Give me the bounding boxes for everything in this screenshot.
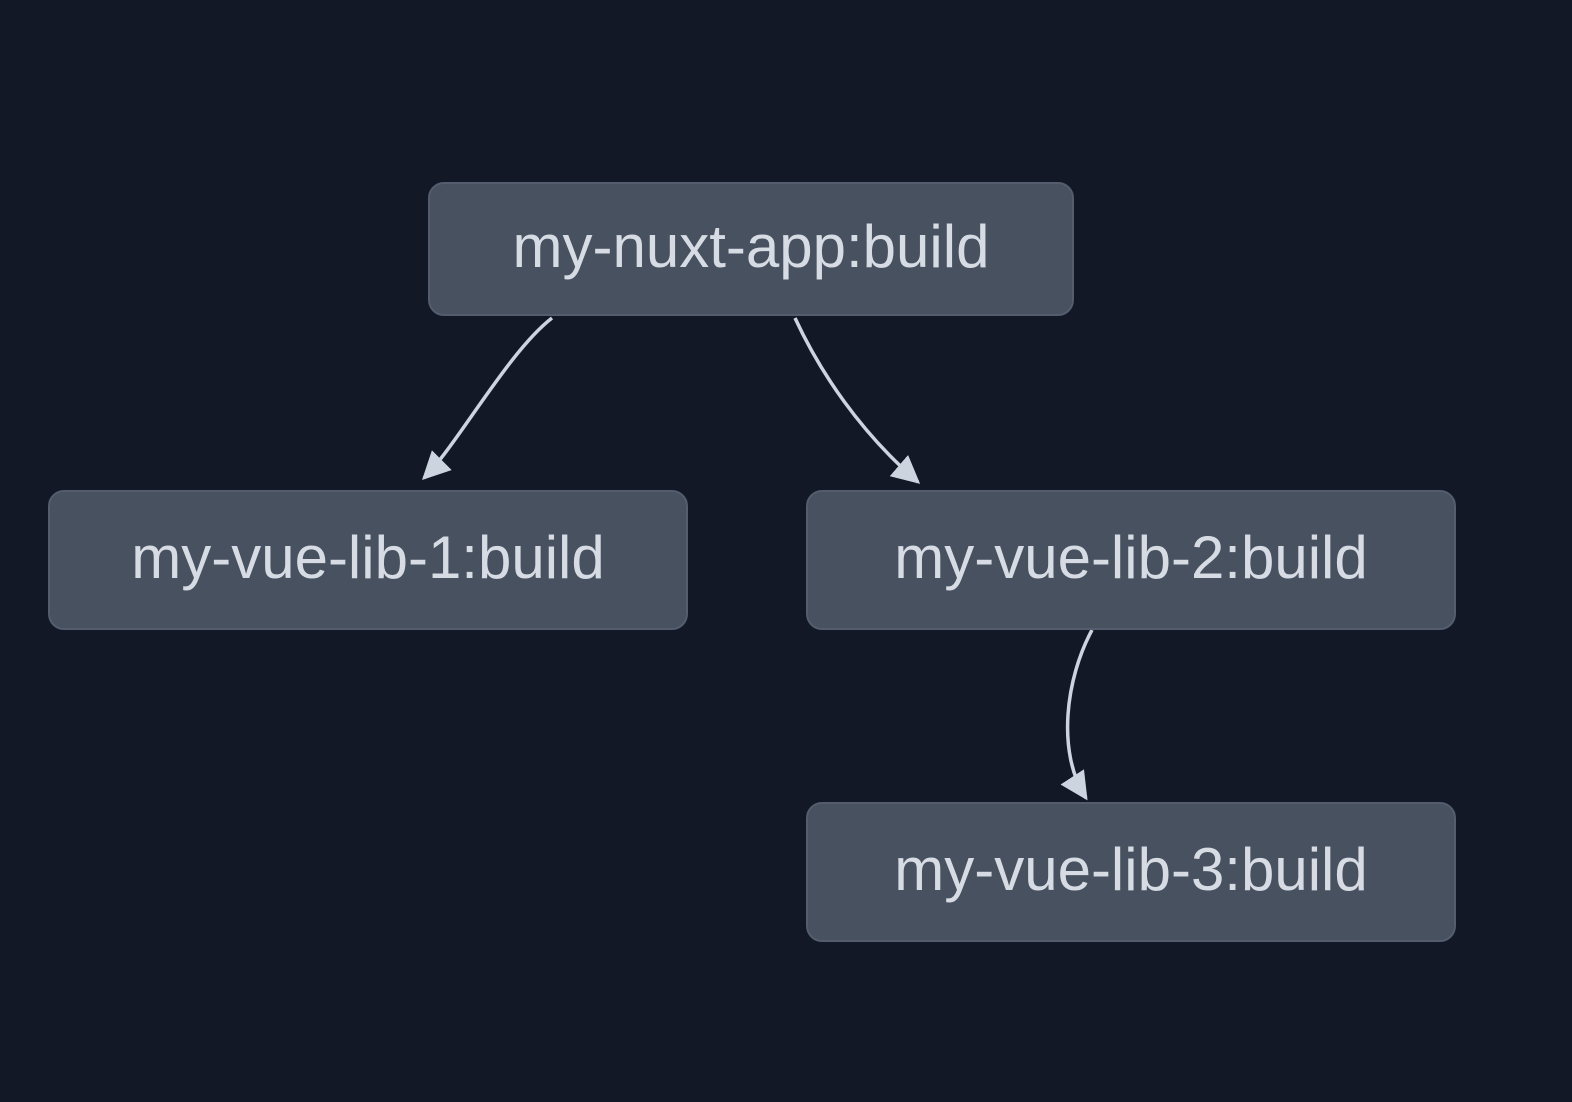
task-node-my-nuxt-app-build[interactable]: my-nuxt-app:build <box>428 182 1074 316</box>
task-node-my-vue-lib-1-build[interactable]: my-vue-lib-1:build <box>48 490 688 630</box>
dependency-edge <box>422 316 554 480</box>
dependency-edge <box>793 317 921 484</box>
task-node-label: my-vue-lib-3:build <box>894 836 1368 903</box>
task-node-my-vue-lib-3-build[interactable]: my-vue-lib-3:build <box>806 802 1456 942</box>
task-node-label: my-nuxt-app:build <box>512 213 990 280</box>
task-node-label: my-vue-lib-1:build <box>131 524 605 591</box>
dependency-edge <box>1060 629 1094 801</box>
task-node-label: my-vue-lib-2:build <box>894 524 1368 591</box>
task-node-my-vue-lib-2-build[interactable]: my-vue-lib-2:build <box>806 490 1456 630</box>
